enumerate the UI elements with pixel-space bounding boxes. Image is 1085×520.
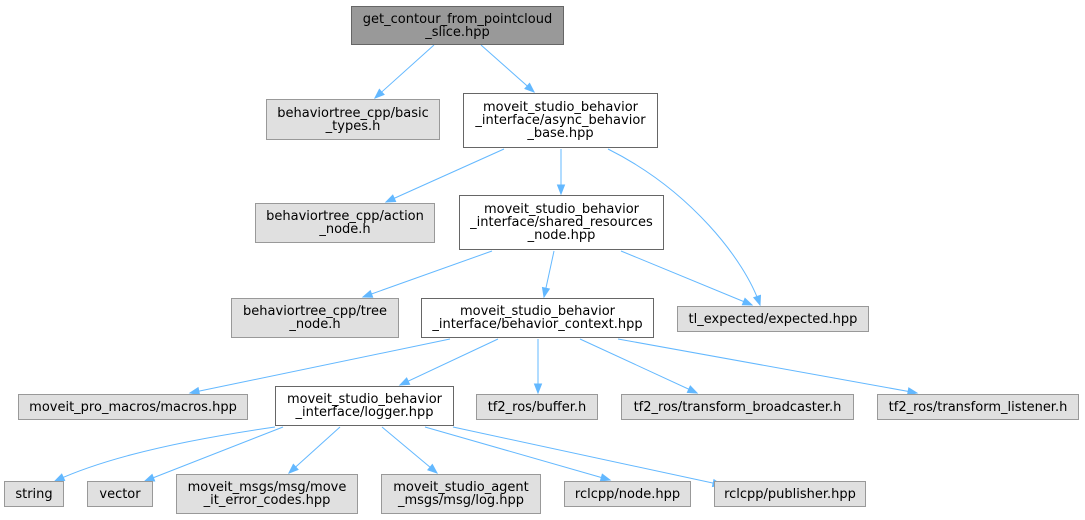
arrowhead-expected [752, 294, 762, 307]
node-root-file[interactable]: get_contour_from_pointcloud _slice.hpp [351, 6, 564, 45]
arrowhead-shared_resources_node [556, 184, 566, 196]
edge-behavior_context-to-macros [189, 338, 451, 394]
edge-logger-to-vector [144, 426, 284, 482]
node-expected[interactable]: tl_expected/expected.hpp [677, 306, 869, 332]
arrowhead-move_it_error_codes [287, 463, 299, 474]
node-rclcpp-node[interactable]: rclcpp/node.hpp [564, 481, 691, 507]
edge-root-to-async_behavior_base [480, 44, 535, 93]
node-move-it-error-codes[interactable]: moveit_msgs/msg/move _it_error_codes.hpp [176, 474, 358, 514]
arrowhead-transform_broadcaster [686, 385, 699, 394]
arrowhead-transform_listener [906, 387, 919, 396]
node-buffer[interactable]: tf2_ros/buffer.h [476, 394, 598, 420]
arrowhead-async_behavior_base [524, 82, 536, 93]
arrowhead-basic_types [373, 88, 385, 99]
edge-behavior_context-to-logger [399, 338, 499, 386]
arrowhead-buffer [533, 383, 543, 395]
arrowhead-action_node [384, 194, 397, 203]
node-shared-resources-node[interactable]: moveit_studio_behavior _interface/shared… [459, 195, 664, 250]
edge-async_behavior_base-to-expected [607, 148, 761, 306]
node-basic-types[interactable]: behaviortree_cpp/basic _types.h [266, 99, 440, 140]
edge-logger-to-string [54, 426, 276, 482]
arrowhead-behavior_context [541, 286, 551, 299]
edge-shared_resources_node-to-expected [620, 250, 753, 306]
arrowhead-logger [398, 377, 411, 386]
node-string[interactable]: string [4, 481, 64, 507]
edge-async_behavior_base-to-action_node [385, 148, 505, 203]
edge-root-to-basic_types [374, 44, 435, 99]
edge-behavior_context-to-transform_broadcaster [579, 338, 698, 394]
node-macros[interactable]: moveit_pro_macros/macros.hpp [18, 394, 248, 420]
edge-logger-to-node [424, 426, 611, 481]
node-behavior-context[interactable]: moveit_studio_behavior _interface/behavi… [421, 298, 654, 338]
node-transform-listener[interactable]: tf2_ros/transform_listener.h [877, 394, 1079, 420]
edge-logger-to-move_it_error_codes [288, 426, 341, 474]
node-vector[interactable]: vector [87, 481, 153, 507]
node-action-node[interactable]: behaviortree_cpp/action _node.h [255, 203, 435, 243]
arrowhead-macros [188, 386, 201, 396]
arrowhead-string [53, 473, 66, 482]
arrowhead-expected [741, 297, 754, 306]
node-tree-node[interactable]: behaviortree_cpp/tree _node.h [231, 298, 399, 338]
edge-logger-to-publisher [452, 426, 723, 486]
arrowhead-log [426, 463, 439, 474]
arrowhead-tree_node [361, 289, 374, 298]
edge-behavior_context-to-transform_listener [617, 338, 918, 394]
node-rclcpp-publisher[interactable]: rclcpp/publisher.hpp [714, 481, 866, 507]
arrowhead-vector [143, 473, 156, 482]
node-agent-log[interactable]: moveit_studio_agent _msgs/msg/log.hpp [381, 474, 541, 514]
arrowhead-node [599, 473, 612, 482]
node-async-behavior-base[interactable]: moveit_studio_behavior _interface/async_… [463, 93, 658, 148]
node-logger[interactable]: moveit_studio_behavior _interface/logger… [275, 386, 454, 426]
edge-logger-to-log [381, 426, 438, 474]
edge-shared_resources_node-to-tree_node [362, 250, 493, 298]
node-transform-broadcaster[interactable]: tf2_ros/transform_broadcaster.h [621, 394, 854, 420]
